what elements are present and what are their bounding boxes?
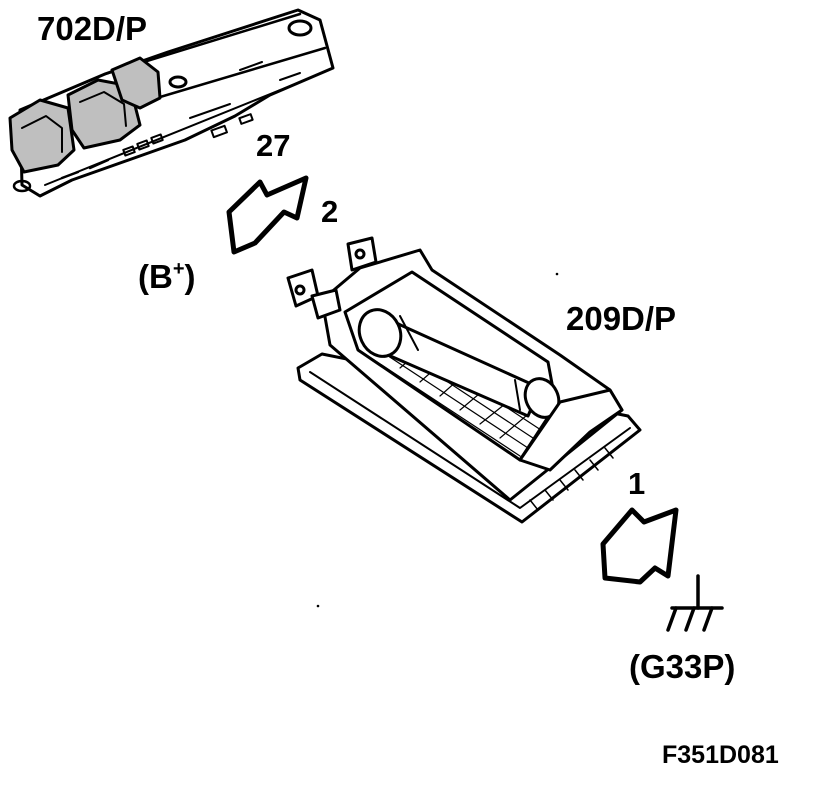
supply-label-base: (B: [138, 258, 173, 295]
supply-label: (B+): [138, 258, 196, 295]
scan-speck: [316, 604, 320, 608]
figure-code-label: F351D081: [662, 741, 779, 769]
connection-arrow-icon: [600, 507, 679, 585]
lamp-supply-pin-label: 2: [321, 194, 339, 229]
lamp-ground-pin-label: 1: [628, 466, 646, 501]
connection-arrow-icon: [226, 175, 309, 255]
ground-symbol-icon: [666, 574, 724, 632]
scan-speck: [555, 272, 559, 276]
lamp-part-label: 209D/P: [566, 300, 677, 337]
switch-part-label: 702D/P: [37, 10, 148, 47]
ground-reference-label: (G33P): [629, 648, 736, 685]
supply-label-superscript: +: [172, 258, 185, 280]
supply-label-close: ): [184, 258, 196, 295]
window-switch-illustration: [8, 8, 335, 198]
courtesy-lamp-illustration: [286, 236, 642, 524]
switch-pin-label: 27: [256, 128, 291, 163]
